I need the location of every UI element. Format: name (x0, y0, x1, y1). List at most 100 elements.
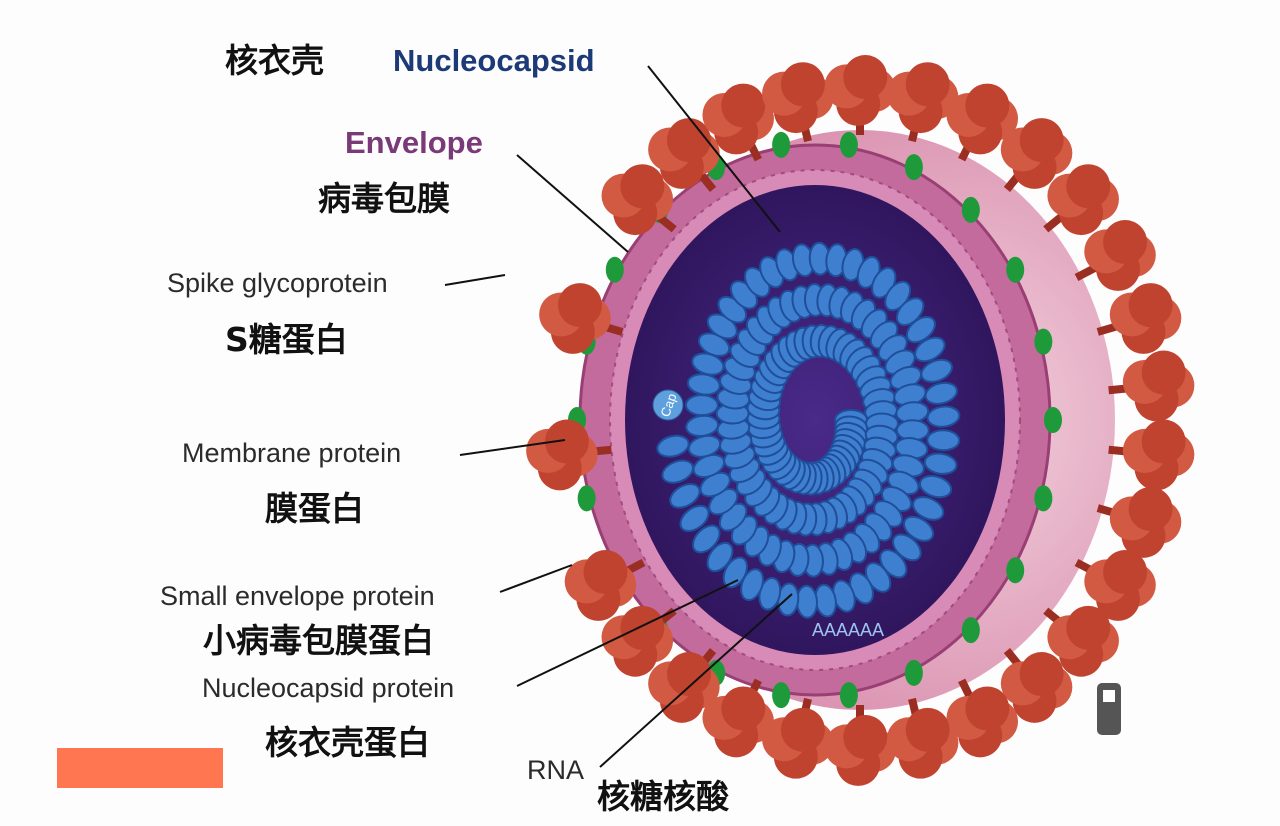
leader-rna (599, 593, 793, 768)
spike-protein (1074, 550, 1156, 621)
orange-block (57, 748, 223, 788)
spike-lobe (905, 707, 950, 752)
membrane-protein (904, 659, 923, 686)
spike-lobe (583, 550, 628, 595)
nucleocapsid-label-en: Nucleocapsid (393, 43, 595, 78)
nucleocapsid-protein-bead (795, 584, 818, 619)
nucleocapsid-protein-bead (926, 405, 961, 428)
membrane-protein (839, 131, 858, 158)
nucleocapsid-protein-bead (669, 483, 701, 509)
spike-lobe (666, 118, 711, 163)
leader-nucleocapsid-protein (516, 579, 739, 687)
membrane-protein (839, 682, 858, 709)
spike-protein (946, 678, 1019, 758)
spike-lobe (721, 686, 766, 731)
spike-protein (1000, 118, 1073, 192)
spike-lobe (1019, 652, 1064, 697)
polya-label: AAAAAA (812, 620, 884, 640)
spike-protein (526, 419, 612, 491)
envelope-label-zh: 病毒包膜 (318, 179, 450, 218)
membrane-protein (904, 154, 923, 181)
spike-protein (539, 283, 624, 354)
leader-small-envelope (499, 564, 573, 593)
spike-lobe (557, 283, 602, 328)
spike-protein (1096, 487, 1182, 558)
spike-lobe (965, 686, 1010, 731)
spike-lobe (780, 62, 825, 107)
membrane-protein (961, 617, 980, 644)
spike-label-en: Spike glycoprotein (167, 268, 388, 298)
spike-protein (564, 550, 646, 621)
membrane-protein (1006, 557, 1025, 584)
spike-lobe (544, 419, 589, 464)
spike-lobe (843, 715, 888, 760)
small-envelope-label-zh: 小病毒包膜蛋白 (203, 621, 434, 660)
spike-lobe (1066, 605, 1111, 650)
membrane-label-en: Membrane protein (182, 438, 402, 468)
small-envelope-label-en: Small envelope protein (160, 581, 435, 611)
nucleocapsid-protein-bead (924, 381, 958, 405)
spike-lobe (1128, 283, 1173, 328)
nucleocapsid-protein-bead (706, 541, 734, 573)
spike-lobe (1128, 487, 1173, 532)
leader-lines (444, 65, 793, 768)
spike-proteins-front (526, 55, 1195, 786)
nucleocapsid-protein-bead (903, 515, 935, 542)
spike-lobe (965, 83, 1010, 128)
spike-lobe (780, 707, 825, 752)
nucleocapsid-label-zh: 核衣壳 (225, 41, 324, 80)
nucleocapsid-protein-bead (679, 504, 710, 533)
spike-protein (1096, 283, 1182, 354)
nucleocapsid-protein-bead (914, 336, 946, 363)
spike-protein (1000, 648, 1073, 723)
spike-protein (762, 62, 834, 143)
spike-protein (824, 705, 896, 786)
nucleocapsid-protein-bead (684, 394, 719, 417)
membrane-protein (772, 682, 791, 709)
leader-nucleocapsid (647, 65, 781, 233)
nucleocapsid-protein-bead (692, 524, 721, 554)
nucleocapsid-protein-label-en: Nucleocapsid protein (202, 673, 455, 703)
spike-protein (1074, 220, 1156, 291)
spike-protein (702, 678, 774, 758)
spike-protein (946, 83, 1019, 162)
spike-protein (762, 697, 834, 779)
spike-lobe (620, 605, 665, 650)
nucleocapsid-protein-bead (920, 358, 953, 383)
membrane-protein (1034, 485, 1053, 512)
spike-lobe (1019, 118, 1064, 163)
spike-protein (1043, 605, 1119, 677)
nucleocapsid-protein-bead (656, 434, 690, 458)
nucleocapsid-protein-bead (722, 556, 749, 589)
spike-protein (1108, 350, 1195, 422)
spike-protein (1043, 164, 1119, 236)
spike-protein (601, 164, 677, 236)
membrane-protein (1034, 328, 1053, 355)
spike-lobe (1103, 550, 1148, 595)
spike-lobe (1141, 419, 1186, 464)
spike-protein (702, 83, 774, 162)
rna-label-zh: 核糖核酸 (597, 777, 729, 816)
nucleocapsid-protein-bead (895, 297, 925, 327)
spike-lobe (843, 55, 888, 100)
leader-membrane (459, 439, 566, 456)
spike-lobe (1066, 164, 1111, 209)
spike-protein (648, 648, 720, 723)
spike-protein (1108, 419, 1195, 491)
membrane-proteins (568, 131, 1062, 709)
membrane-protein (1006, 256, 1025, 283)
spike-protein (648, 118, 720, 192)
leader-spike (444, 274, 506, 286)
membrane-protein (961, 196, 980, 223)
spike-lobe (905, 62, 950, 107)
rna-label-en: RNA (527, 755, 585, 785)
envelope-label-en: Envelope (345, 125, 483, 160)
spike-protein (886, 697, 959, 779)
nucleocapsid-protein-bead (892, 533, 922, 562)
cap-marker (652, 389, 684, 421)
nucleocapsid-protein-bead (912, 496, 945, 521)
membrane-label-zh: 膜蛋白 (265, 489, 364, 528)
spike-lobe (1141, 350, 1186, 395)
